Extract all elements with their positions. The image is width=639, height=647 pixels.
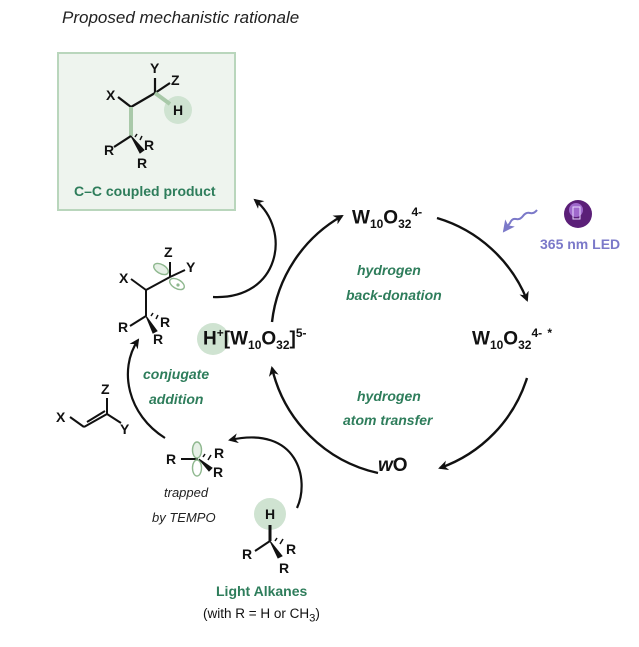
adduct-atom-x: X <box>119 270 129 286</box>
light-source-label: 365 nm LED <box>540 236 621 252</box>
figure-title: Proposed mechanistic rationale <box>62 8 300 27</box>
o-subscript: 32 <box>518 338 532 353</box>
product-atom-x: X <box>106 87 116 103</box>
product-box <box>57 52 236 211</box>
w-symbol: W <box>352 207 370 229</box>
o-subscript: 32 <box>398 217 412 232</box>
arc-right-bottom <box>438 377 529 471</box>
o-subscript: 32 <box>276 338 290 353</box>
alkyl-radical-structure <box>181 441 213 477</box>
charge: 5- <box>295 326 307 340</box>
step-upper-line1: hydrogen <box>357 262 421 278</box>
alkane-label: Light Alkanes <box>216 583 308 599</box>
catalytic-cycle-arrows <box>268 214 529 475</box>
charge: 4- <box>531 326 543 340</box>
side-arrows <box>126 198 303 509</box>
arrow-conjugate-addition <box>126 338 166 439</box>
w-symbol: W <box>472 328 490 350</box>
product-structure <box>113 78 192 154</box>
radical-adduct-structure <box>129 262 186 334</box>
adduct-atom-y: Y <box>186 259 196 275</box>
w-italic: w <box>378 455 393 476</box>
alkene-structure <box>69 398 122 428</box>
alkene-atom-z: Z <box>101 381 110 397</box>
bracket: ] <box>289 328 296 350</box>
alkane-note-suffix: ) <box>315 606 320 621</box>
adduct-atom-r2: R <box>160 314 171 330</box>
alkane-structure <box>254 525 284 559</box>
conjugate-addition-line2: addition <box>149 391 204 407</box>
species-reduced-decatungstate: H+[W10O32]5- <box>203 326 307 352</box>
adduct-atom-z: Z <box>164 244 173 260</box>
alkane-note: (with R = H or CH3) <box>203 606 320 625</box>
h-highlight <box>164 96 192 124</box>
w-symbol: [W <box>223 328 249 350</box>
alkane-note-subscript: 3 <box>309 612 316 625</box>
species-decatungstate: W10O324- <box>352 205 422 231</box>
product-atom-r2: R <box>144 137 155 153</box>
alkane-note-prefix: (with R = H or CH <box>203 606 310 621</box>
adduct-atom-r1: R <box>118 319 129 335</box>
radical-atom-r1: R <box>166 451 177 467</box>
species-wo: wO <box>378 455 408 477</box>
o-symbol: O <box>261 328 277 350</box>
product-atom-y: Y <box>150 60 160 76</box>
alkane-atom-h: H <box>265 506 276 522</box>
step-lower-line1: hydrogen <box>357 388 421 404</box>
excited-star: * <box>547 326 553 340</box>
light-wave-arrow <box>502 209 538 233</box>
led-bulb-icon <box>564 200 592 228</box>
w-subscript: 10 <box>489 338 504 353</box>
alkane-h-highlight <box>254 498 286 530</box>
arc-left-top <box>270 214 344 323</box>
product-label: C–C coupled product <box>74 183 216 199</box>
alkane-atom-r2: R <box>286 541 297 557</box>
product-atom-h: H <box>173 102 184 118</box>
proton-charge: + <box>216 326 224 340</box>
radical-atom-r2: R <box>214 445 225 461</box>
arrow-hat-to-radical <box>228 433 303 509</box>
h-symbol: H <box>203 328 217 350</box>
product-atom-r3: R <box>137 155 148 171</box>
arc-bottom-left <box>268 366 379 475</box>
o-symbol: O <box>503 328 519 350</box>
w-subscript: 10 <box>248 338 262 353</box>
o-symbol: O <box>383 207 399 229</box>
radical-atom-r3: R <box>213 464 224 480</box>
alkene-atom-y: Y <box>120 421 130 437</box>
step-lower-line2: atom transfer <box>343 412 433 428</box>
trapped-note-line1: trapped <box>164 485 209 500</box>
product-atom-r1: R <box>104 142 115 158</box>
arc-top-right <box>436 216 529 302</box>
trapped-note-line2: by TEMPO <box>152 510 216 525</box>
step-upper-line2: back-donation <box>346 287 442 303</box>
o-symbol: O <box>392 455 408 476</box>
w-subscript: 10 <box>369 217 384 232</box>
alkane-atom-r1: R <box>242 546 253 562</box>
alkene-atom-x: X <box>56 409 66 425</box>
proton-highlight <box>197 323 229 355</box>
product-atom-z: Z <box>171 72 180 88</box>
adduct-atom-r3: R <box>153 331 164 347</box>
conjugate-addition-line1: conjugate <box>143 366 210 382</box>
alkane-atom-r3: R <box>279 560 290 576</box>
species-excited-decatungstate: W10O324- * <box>472 326 552 352</box>
arrow-to-product <box>212 198 277 299</box>
charge: 4- <box>411 205 423 219</box>
